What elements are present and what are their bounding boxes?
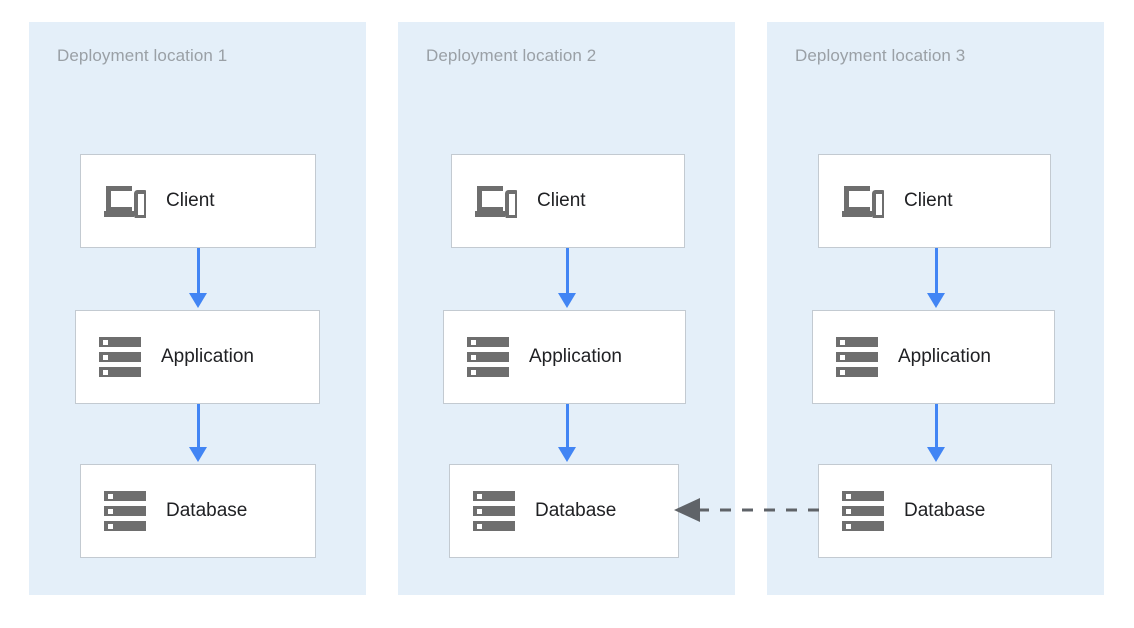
arrow-line-application-to-database-3 <box>935 404 938 449</box>
panel-title-1: Deployment location 1 <box>57 46 228 65</box>
node-application-1[interactable]: Application <box>75 310 320 404</box>
devices-icon <box>473 178 519 224</box>
node-application-3[interactable]: Application <box>812 310 1055 404</box>
deployment-location-panel-3: Deployment location 3 Client Application <box>767 22 1104 595</box>
node-label-database-2: Database <box>535 500 617 521</box>
arrow-line-application-to-database-1 <box>197 404 200 449</box>
arrow-head-application-to-database-3 <box>927 447 945 462</box>
node-label-application-1: Application <box>161 346 254 367</box>
node-label-client-2: Client <box>537 190 586 211</box>
node-database-2[interactable]: Database <box>449 464 679 558</box>
node-database-1[interactable]: Database <box>80 464 316 558</box>
panel-title-3: Deployment location 3 <box>795 46 966 65</box>
server-icon <box>840 488 886 534</box>
arrow-head-client-to-application-2 <box>558 293 576 308</box>
server-icon <box>834 334 880 380</box>
node-label-client-3: Client <box>904 190 953 211</box>
arrow-line-client-to-application-1 <box>197 248 200 295</box>
devices-icon <box>840 178 886 224</box>
node-client-3[interactable]: Client <box>818 154 1051 248</box>
arrow-head-client-to-application-1 <box>189 293 207 308</box>
node-label-application-3: Application <box>898 346 991 367</box>
arrow-line-client-to-application-2 <box>566 248 569 295</box>
server-icon <box>97 334 143 380</box>
arrow-head-application-to-database-1 <box>189 447 207 462</box>
arrow-line-client-to-application-3 <box>935 248 938 295</box>
node-label-client-1: Client <box>166 190 215 211</box>
server-icon <box>465 334 511 380</box>
node-client-1[interactable]: Client <box>80 154 316 248</box>
node-client-2[interactable]: Client <box>451 154 685 248</box>
node-label-database-1: Database <box>166 500 248 521</box>
server-icon <box>471 488 517 534</box>
deployment-location-panel-2: Deployment location 2 Client Application <box>398 22 735 595</box>
node-application-2[interactable]: Application <box>443 310 686 404</box>
replication-arrow-db3-to-db2 <box>672 496 822 524</box>
arrow-head-application-to-database-2 <box>558 447 576 462</box>
deployment-location-panel-1: Deployment location 1 Client Application <box>29 22 366 595</box>
node-database-3[interactable]: Database <box>818 464 1052 558</box>
server-icon <box>102 488 148 534</box>
devices-icon <box>102 178 148 224</box>
arrow-head-client-to-application-3 <box>927 293 945 308</box>
panel-title-2: Deployment location 2 <box>426 46 597 65</box>
arrow-line-application-to-database-2 <box>566 404 569 449</box>
node-label-database-3: Database <box>904 500 986 521</box>
node-label-application-2: Application <box>529 346 622 367</box>
